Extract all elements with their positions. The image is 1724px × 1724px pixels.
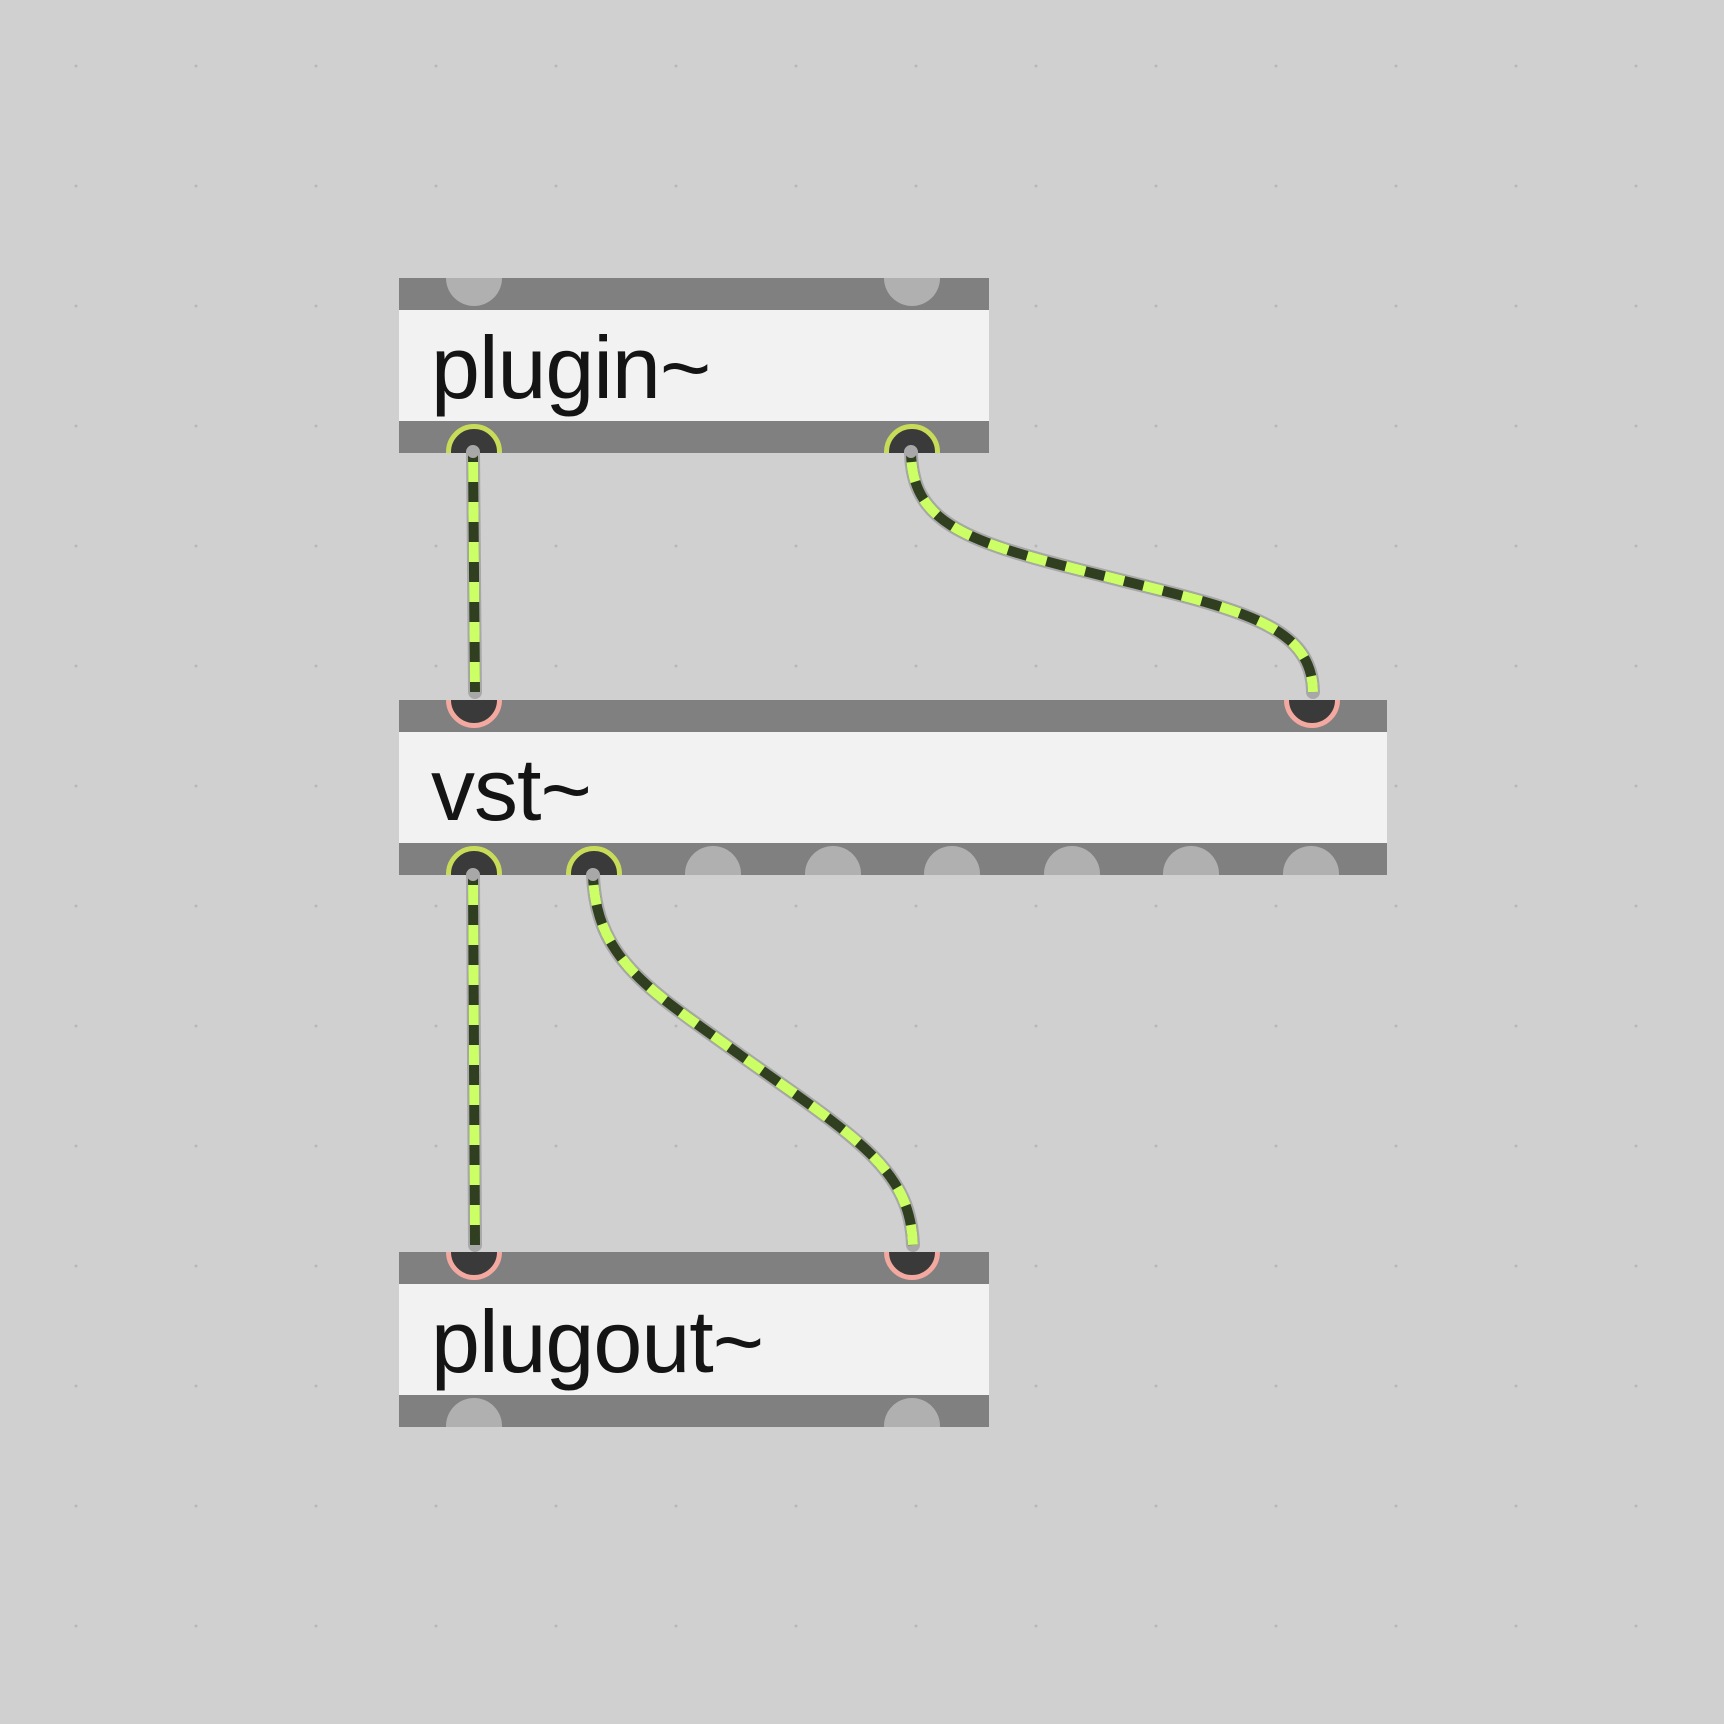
vst-inlet-1[interactable]	[446, 700, 502, 728]
plugin-inlet-bar	[399, 278, 989, 310]
plugin-outlet-bar	[399, 421, 989, 453]
plugout-inlet-1[interactable]	[446, 1252, 502, 1280]
vst-outlet-3[interactable]	[685, 846, 741, 875]
vst-outlet-bar	[399, 843, 1387, 875]
vst-outlet-1[interactable]	[446, 846, 502, 875]
vst-outlet-5[interactable]	[924, 846, 980, 875]
vst-outlet-7[interactable]	[1163, 846, 1219, 875]
vst-outlet-6[interactable]	[1044, 846, 1100, 875]
plugin-inlet-1[interactable]	[446, 278, 502, 306]
plugout-label: plugout~	[431, 1292, 764, 1391]
vst-outlet-2[interactable]	[566, 846, 622, 875]
vst-inlet-bar	[399, 700, 1387, 732]
cord-plugin-out1-to-vst-in1[interactable]	[466, 445, 482, 699]
vst-inlet-2[interactable]	[1284, 700, 1340, 728]
vst-object[interactable]: vst~	[399, 700, 1387, 875]
plugin-outlet-2[interactable]	[884, 424, 940, 453]
vst-outlet-8[interactable]	[1283, 846, 1339, 875]
plugin-label: plugin~	[431, 318, 711, 417]
plugout-object[interactable]: plugout~	[399, 1252, 989, 1427]
cord-vst-out1-to-plugout-in1[interactable]	[466, 868, 482, 1252]
plugin-outlet-1[interactable]	[446, 424, 502, 453]
cord-plugin-out2-to-vst-in2[interactable]	[904, 445, 1320, 699]
plugout-outlet-1[interactable]	[446, 1398, 502, 1427]
plugout-outlet-bar	[399, 1395, 989, 1427]
plugout-inlet-2[interactable]	[884, 1252, 940, 1280]
plugout-outlet-2[interactable]	[884, 1398, 940, 1427]
plugin-object[interactable]: plugin~	[399, 278, 989, 453]
plugin-inlet-2[interactable]	[884, 278, 940, 306]
vst-label: vst~	[431, 740, 592, 839]
plugout-inlet-bar	[399, 1252, 989, 1284]
vst-outlet-4[interactable]	[805, 846, 861, 875]
cord-vst-out2-to-plugout-in2[interactable]	[586, 868, 920, 1252]
